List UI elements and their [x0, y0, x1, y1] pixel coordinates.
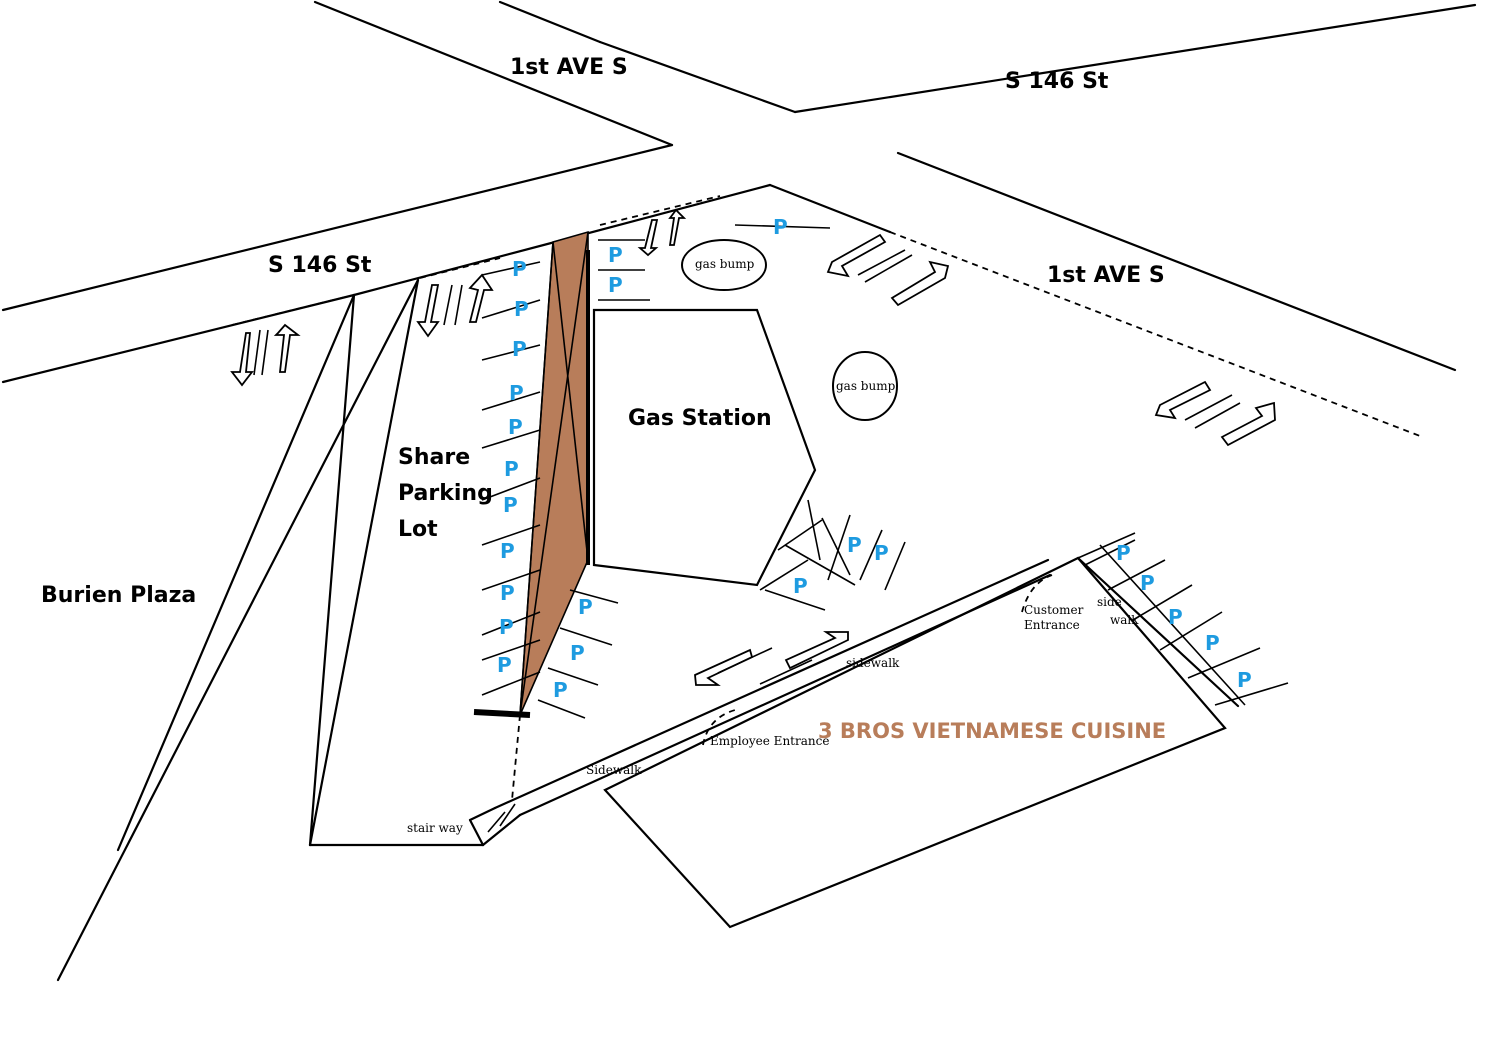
- parking-p-icon: P: [1140, 571, 1155, 595]
- share-lot-label-3: Lot: [398, 517, 438, 542]
- stall-lines-left: [481, 224, 1289, 719]
- gas-bump-2: [832, 351, 898, 421]
- street-label-1st-ave-top: 1st AVE S: [510, 55, 628, 80]
- parking-p-icon: P: [874, 541, 889, 565]
- traffic-arrows: [230, 208, 1276, 686]
- parking-p-icon: P: [512, 257, 527, 281]
- parking-p-icon: P: [500, 581, 515, 605]
- burien-plaza-label: Burien Plaza: [41, 583, 196, 608]
- parking-p-icon: P: [578, 595, 593, 619]
- parking-p-icon: P: [1237, 668, 1252, 692]
- side-walk-label-2: walk: [1110, 613, 1139, 627]
- stair-way-label: stair way: [407, 821, 463, 835]
- street-label-1st-ave-right: 1st AVE S: [1047, 263, 1165, 288]
- gas-bump-label-1: gas bump: [695, 257, 755, 271]
- parking-p-icon: P: [514, 297, 529, 321]
- parking-p-icon: P: [553, 678, 568, 702]
- plaza-lot-lines: [56, 278, 485, 982]
- street-label-s146-left: S 146 St: [268, 253, 372, 278]
- parking-p-icon: P: [497, 653, 512, 677]
- sidewalk-strip: [468, 532, 1240, 847]
- parking-p-icon: P: [570, 641, 585, 665]
- employee-entrance-label: Employee Entrance: [710, 734, 829, 748]
- parking-p-icon: P: [504, 457, 519, 481]
- restaurant-building: [603, 556, 1227, 929]
- parking-p-icon: P: [773, 215, 788, 239]
- parking-p-icon: P: [847, 533, 862, 557]
- parking-p-icon: P: [1168, 605, 1183, 629]
- parking-p-icon: P: [608, 273, 623, 297]
- parking-p-icon: P: [499, 615, 514, 639]
- parking-p-icon: P: [1205, 631, 1220, 655]
- gas-bump-label-2: gas bump: [836, 379, 896, 393]
- street-label-s146-top-right: S 146 St: [1005, 69, 1109, 94]
- parking-p-icon: P: [512, 337, 527, 361]
- road-lines: [1, 0, 1477, 437]
- parking-p-icon: P: [509, 381, 524, 405]
- gas-bump-1: [681, 239, 767, 291]
- customer-entrance-label-1: Customer: [1024, 603, 1084, 617]
- side-walk-label-1: side: [1097, 595, 1122, 609]
- parking-p-icon: P: [793, 574, 808, 598]
- share-lot-label-1: Share: [398, 445, 470, 470]
- customer-entrance-label-2: Entrance: [1024, 618, 1080, 632]
- sidewalk-lower-label: Sidewalk: [586, 763, 642, 777]
- parking-p-icon: P: [608, 243, 623, 267]
- parking-p-icon: P: [508, 415, 523, 439]
- gas-station-building: [592, 308, 817, 587]
- restaurant-label: 3 BROS VIETNAMESE CUISINE: [818, 719, 1166, 743]
- lot-divider: [473, 230, 590, 718]
- share-lot-label-2: Parking: [398, 481, 493, 506]
- parking-p-icon: P: [1116, 541, 1131, 565]
- gas-station-label: Gas Station: [628, 406, 772, 431]
- parking-p-icon: P: [503, 493, 518, 517]
- sidewalk-upper-label: sidewalk: [846, 656, 900, 670]
- parking-p-icon: P: [500, 539, 515, 563]
